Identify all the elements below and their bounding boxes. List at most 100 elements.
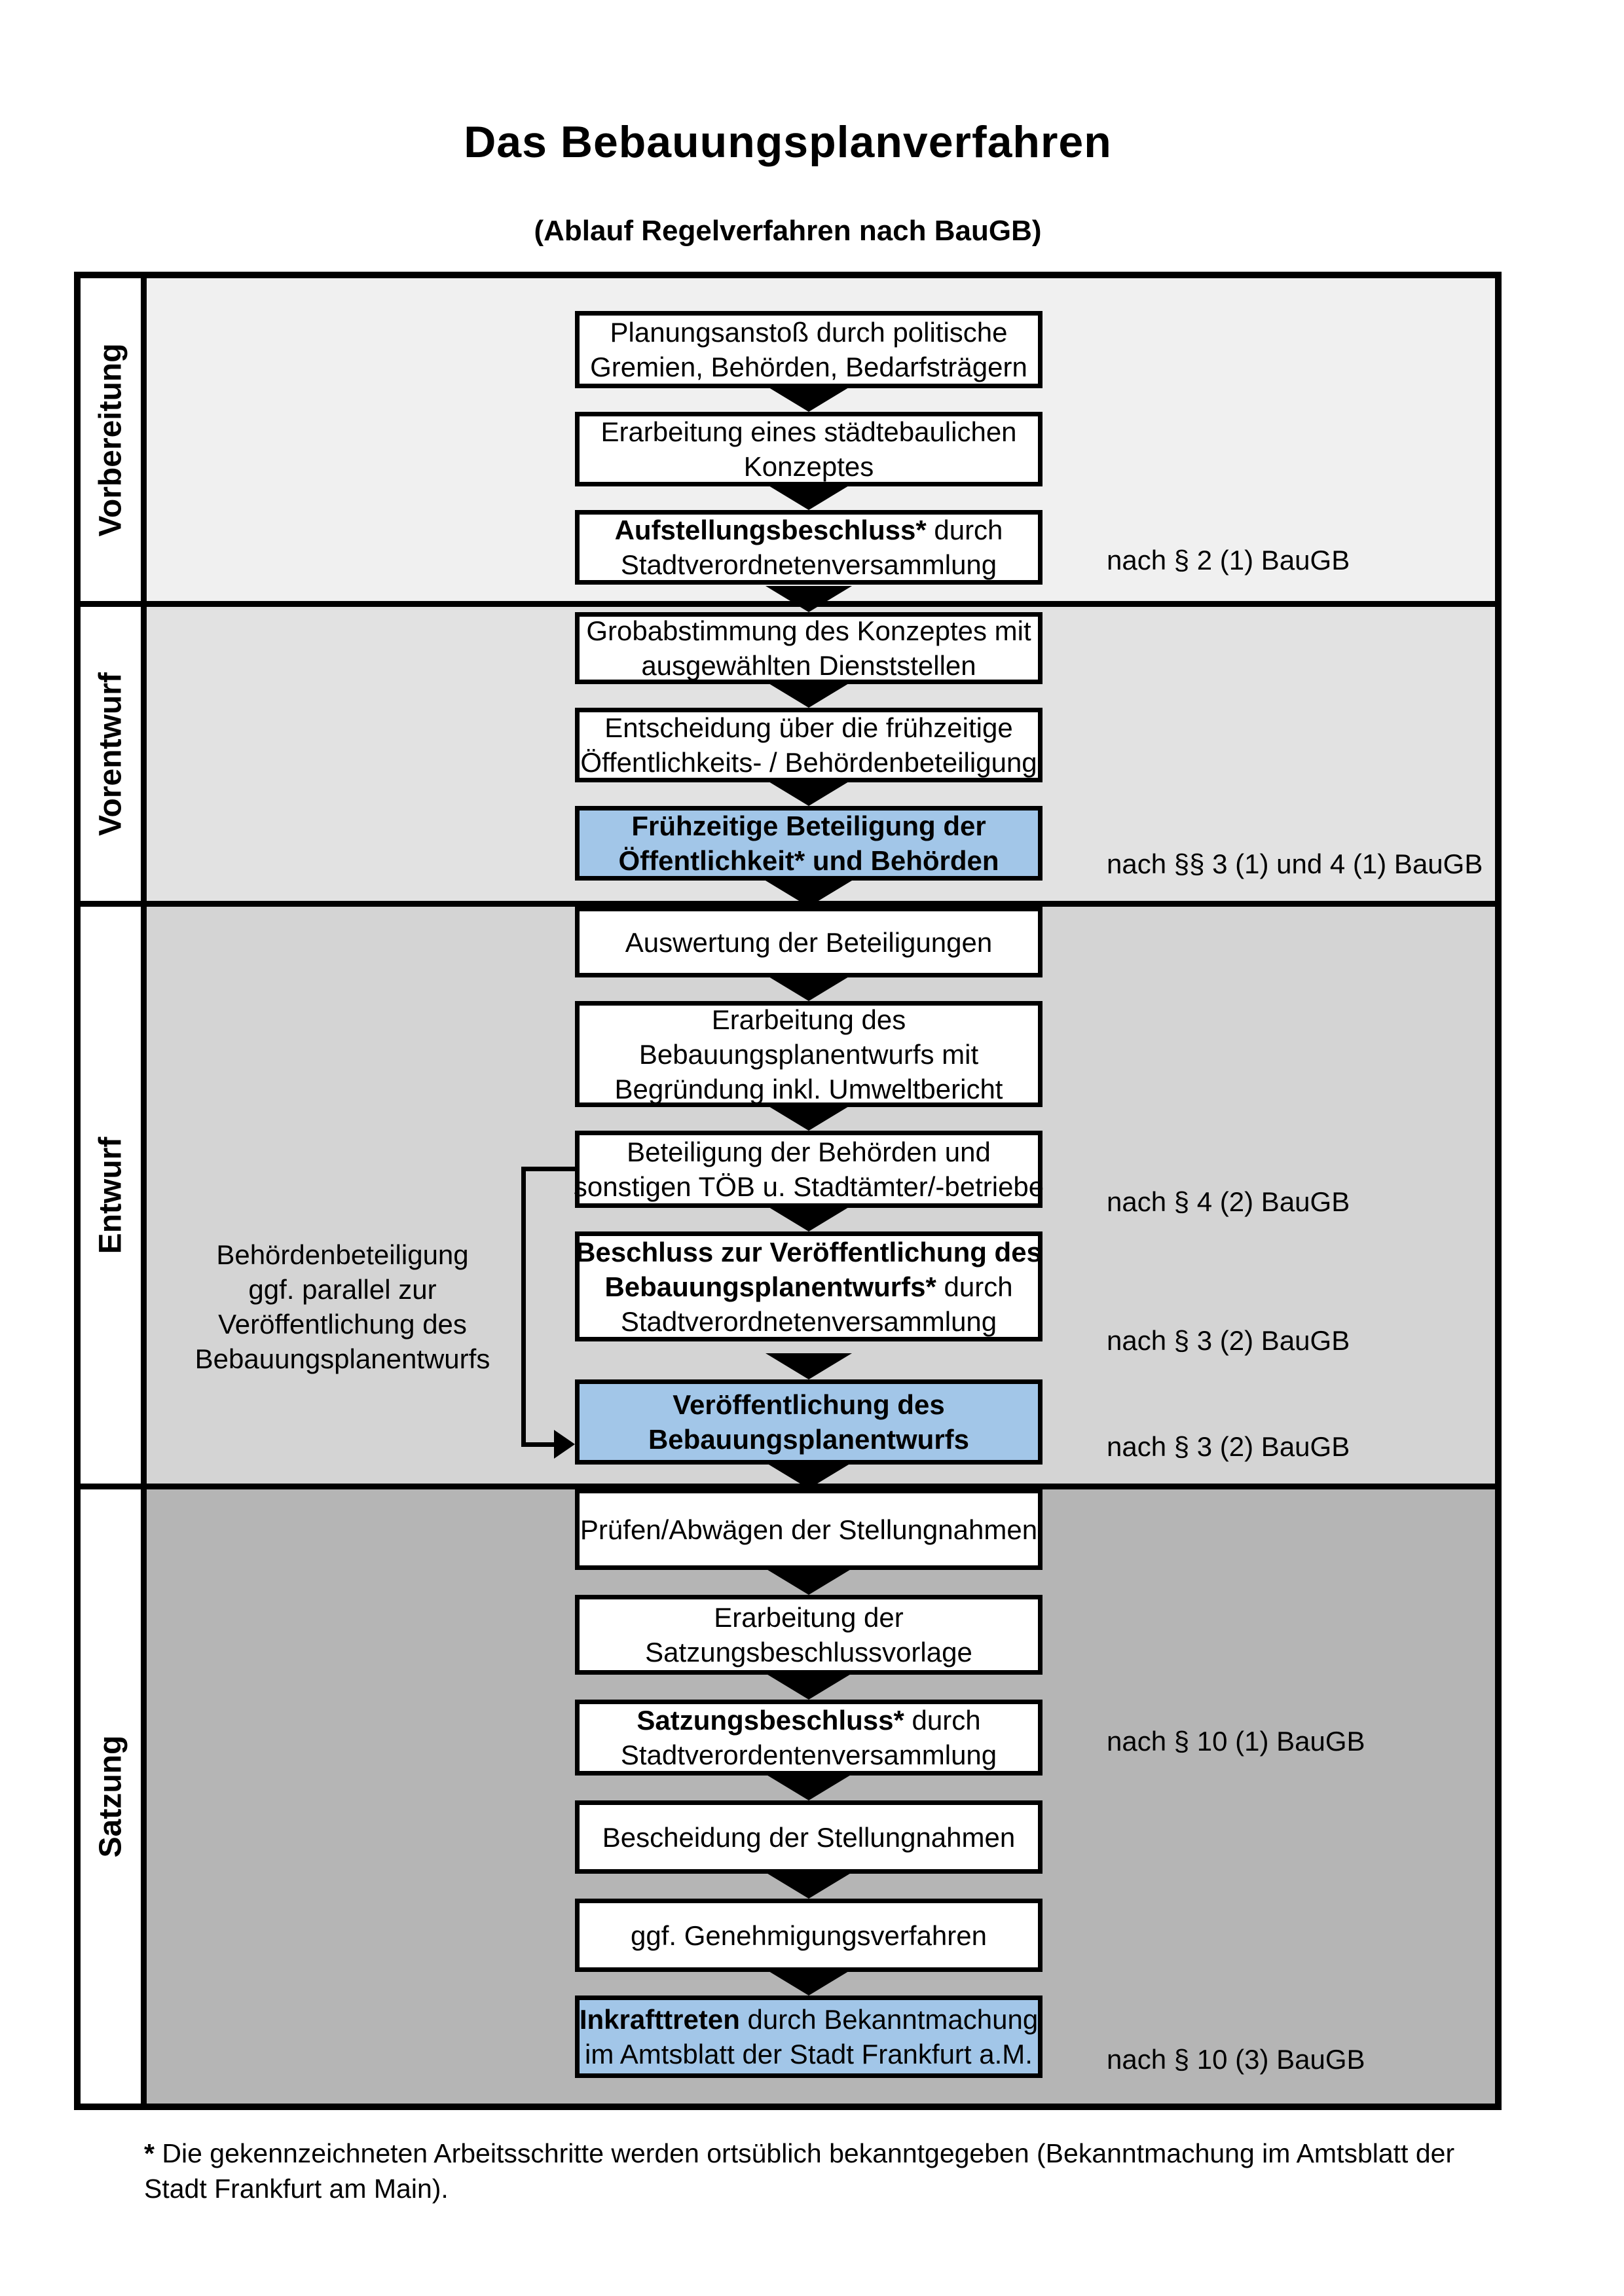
flow-step-text-bold: Aufstellungsbeschluss* (614, 515, 927, 545)
flow-arrow-down-icon (766, 1104, 852, 1131)
flow-step-text-line: ausgewählten Dienststellen (641, 648, 976, 683)
flow-step-15: Bescheidung der Stellungnahmen (575, 1800, 1043, 1874)
flow-step-text-line: Erarbeitung des (712, 1002, 906, 1037)
page-subtitle: (Ablauf Regelverfahren nach BauGB) (534, 215, 1042, 247)
flow-step-text-bold: Inkrafttreten (579, 2004, 740, 2035)
flow-step-text-line: Bebauungsplanentwurfs* durch (604, 1269, 1012, 1304)
footnote: * Die gekennzeichneten Arbeitsschritte w… (144, 2136, 1522, 2206)
flow-step-text: sonstigen TÖB u. Stadtämter/-betriebe (573, 1171, 1044, 1202)
flow-step-text-line: Begründung inkl. Umweltbericht (615, 1072, 1003, 1106)
side-note-line: ggf. parallel zur (248, 1274, 437, 1305)
footnote-text: Die gekennzeichneten Arbeitsschritte wer… (144, 2138, 1455, 2204)
flow-arrow-down-icon (766, 1569, 852, 1595)
flow-step-text-line: im Amtsblatt der Stadt Frankfurt a.M. (585, 2037, 1033, 2071)
bracket-line-top (521, 1167, 575, 1171)
flow-step-text-bold: Bebauungsplanentwurfs (648, 1424, 970, 1455)
flow-step-4: Grobabstimmung des Konzeptes mit ausgewäh… (575, 612, 1043, 684)
flow-arrow-down-icon (766, 1353, 852, 1379)
flow-step-text: Erarbeitung der (714, 1602, 904, 1633)
flow-step-text-line: Gremien, Behörden, Bedarfsträgern (590, 350, 1027, 384)
flow-step-text-bold: Öffentlichkeit* und Behörden (618, 845, 999, 876)
phase-label-satzung: Satzung (93, 1735, 128, 1858)
flow-arrow-down-icon (766, 1872, 852, 1899)
flow-step-text: durch (936, 1271, 1013, 1302)
law-reference-label: nach § 10 (3) BauGB (1107, 2044, 1365, 2075)
flow-arrow-down-icon (766, 682, 852, 708)
law-reference-label: nach § 2 (1) BauGB (1107, 545, 1350, 575)
flow-step-text-line: Konzeptes (744, 449, 874, 484)
flow-step-text-line: Veröffentlichung des (673, 1387, 944, 1422)
flow-step-17: Inkrafttreten durch Bekanntmachung im Amt… (575, 1995, 1043, 2078)
flow-step-text-line: Auswertung der Beteiligungen (625, 925, 992, 960)
bracket-arrow-right-icon (554, 1430, 575, 1459)
flow-step-text: ausgewählten Dienststellen (641, 650, 976, 681)
flow-step-text: Entscheidung über die frühzeitige (604, 712, 1013, 743)
flow-step-text-line: ggf. Genehmigungsverfahren (631, 1918, 987, 1953)
side-note: Behördenbeteiligung ggf. parallel zur Ve… (146, 1237, 539, 1376)
flow-arrow-down-icon (766, 881, 852, 907)
page-title: Das Bebauungsplanverfahren (464, 117, 1112, 167)
flow-step-text: durch (904, 1705, 981, 1736)
flow-arrow-down-icon (766, 1774, 852, 1800)
flow-step-text: Begründung inkl. Umweltbericht (614, 1073, 1003, 1104)
side-note-line: Veröffentlichung des (218, 1309, 467, 1339)
flow-step-text: Auswertung der Beteiligungen (625, 926, 993, 958)
phase-label-entwurf: Entwurf (93, 1137, 128, 1254)
law-reference-label: nach §§ 3 (1) und 4 (1) BauGB (1107, 848, 1483, 879)
flow-step-text: durch Bekanntmachung (739, 2004, 1039, 2035)
flow-step-text: Beteiligung der Behörden und (627, 1137, 991, 1167)
law-reference-label: nach § 4 (2) BauGB (1107, 1186, 1350, 1217)
flow-step-text: Stadtverordnetenversammlung (620, 1305, 997, 1337)
law-reference-label: nach § 10 (1) BauGB (1107, 1726, 1365, 1757)
flow-arrow-down-icon (766, 1673, 852, 1700)
flow-step-text-line: Grobabstimmung des Konzeptes mit (586, 613, 1031, 648)
flow-step-text-line: Erarbeitung eines städtebaulichen (600, 414, 1016, 449)
footnote-marker: * (144, 2138, 155, 2168)
bracket-line-vertical (521, 1167, 526, 1447)
flow-arrow-down-icon (766, 780, 852, 806)
flow-step-text-bold: Veröffentlichung des (673, 1389, 945, 1420)
flow-step-text-line: Planungsanstoß durch politische (610, 315, 1007, 350)
flow-step-text: Bebauungsplanentwurfs mit (638, 1038, 979, 1070)
flow-step-text-line: Bescheidung der Stellungnahmen (602, 1820, 1015, 1855)
flow-step-text: im Amtsblatt der Stadt Frankfurt a.M. (585, 2039, 1033, 2069)
flow-step-text-line: Aufstellungsbeschluss* durch (615, 513, 1003, 547)
flow-step-text-bold: Satzungsbeschluss* (637, 1705, 904, 1736)
flow-step-text-bold: Frühzeitige Beteiligung der (631, 811, 986, 841)
side-note-line: Behördenbeteiligung (216, 1239, 469, 1270)
flow-step-text-line: Bebauungsplanentwurfs mit (639, 1037, 978, 1072)
flow-step-text-line: Stadtverordnetenversammlung (621, 1304, 997, 1339)
flow-step-text-line: Beschluss zur Veröffentlichung des (576, 1235, 1042, 1269)
frame-border-left (74, 272, 81, 2110)
flow-step-text: durch (926, 515, 1003, 545)
flow-step-text-line: Beteiligung der Behörden und (627, 1135, 991, 1169)
flow-step-12: Prüfen/Abwägen der Stellungnahmen (575, 1489, 1043, 1570)
flow-step-text-line: Frühzeitige Beteiligung der (631, 809, 986, 843)
flow-arrow-down-icon (766, 484, 852, 510)
flow-step-text: Planungsanstoß durch politische (610, 317, 1008, 348)
flow-step-text-line: Prüfen/Abwägen der Stellungnahmen (580, 1512, 1037, 1547)
flow-step-text: Bescheidung der Stellungnahmen (602, 1821, 1016, 1853)
flow-step-text-line: Bebauungsplanentwurfs (648, 1422, 969, 1457)
frame-border-bottom (74, 2104, 1502, 2110)
flow-step-text-line: Öffentlichkeit* und Behörden (618, 843, 999, 878)
flow-step-text: Grobabstimmung des Konzeptes mit (586, 615, 1031, 646)
flow-arrow-down-icon (766, 386, 852, 412)
flow-step-text: Satzungsbeschlussvorlage (645, 1637, 972, 1667)
flow-step-text: Gremien, Behörden, Bedarfsträgern (590, 352, 1027, 382)
flow-arrow-down-icon (766, 1463, 852, 1489)
frame-border-top (74, 272, 1502, 278)
flow-step-text: Stadtverordentenversammlung (620, 1740, 997, 1770)
flow-arrow-down-icon (766, 1205, 852, 1231)
phase-label-vorbereitung: Vorbereitung (93, 343, 128, 537)
flow-step-text: ggf. Genehmigungsverfahren (630, 1920, 987, 1951)
